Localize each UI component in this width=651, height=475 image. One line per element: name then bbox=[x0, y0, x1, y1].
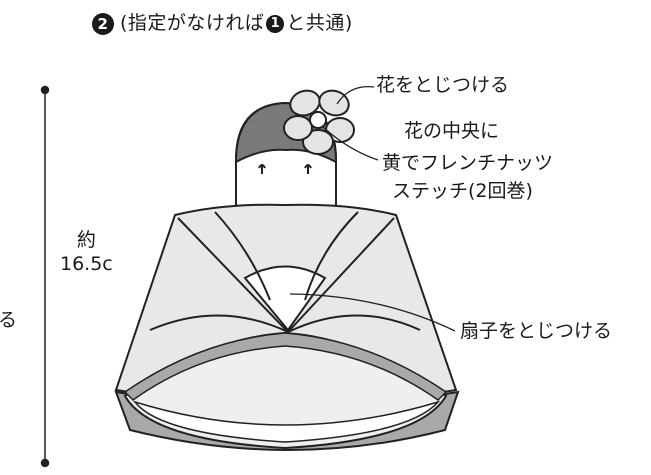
dimension-cut-char: る bbox=[0, 309, 18, 331]
leader-lines bbox=[289, 85, 456, 332]
dimension-label: 約 16.5c bbox=[60, 228, 113, 276]
step-number-badge: 2 bbox=[92, 12, 114, 35]
kimono-body bbox=[114, 203, 460, 451]
eyes bbox=[258, 164, 312, 174]
ref-number-badge: 1 bbox=[266, 14, 285, 33]
title-before: (指定がなければ bbox=[120, 12, 265, 34]
callout-center-line3: ステッチ(2回巻) bbox=[392, 180, 533, 202]
callout-fan: 扇子をとじつける bbox=[460, 320, 613, 342]
flower bbox=[283, 89, 355, 155]
callout-center-line1: 花の中央に bbox=[404, 120, 500, 142]
height-dimension-line bbox=[40, 85, 50, 468]
title-after: と共通) bbox=[286, 12, 353, 34]
callout-flower: 花をとじつける bbox=[376, 74, 510, 96]
flower-center bbox=[309, 111, 327, 129]
dimension-label-line1: 約 bbox=[76, 229, 96, 251]
dimension-label-line2: 16.5c bbox=[60, 253, 113, 275]
callout-center-line2: 黄でフレンチナッツ bbox=[382, 152, 554, 174]
